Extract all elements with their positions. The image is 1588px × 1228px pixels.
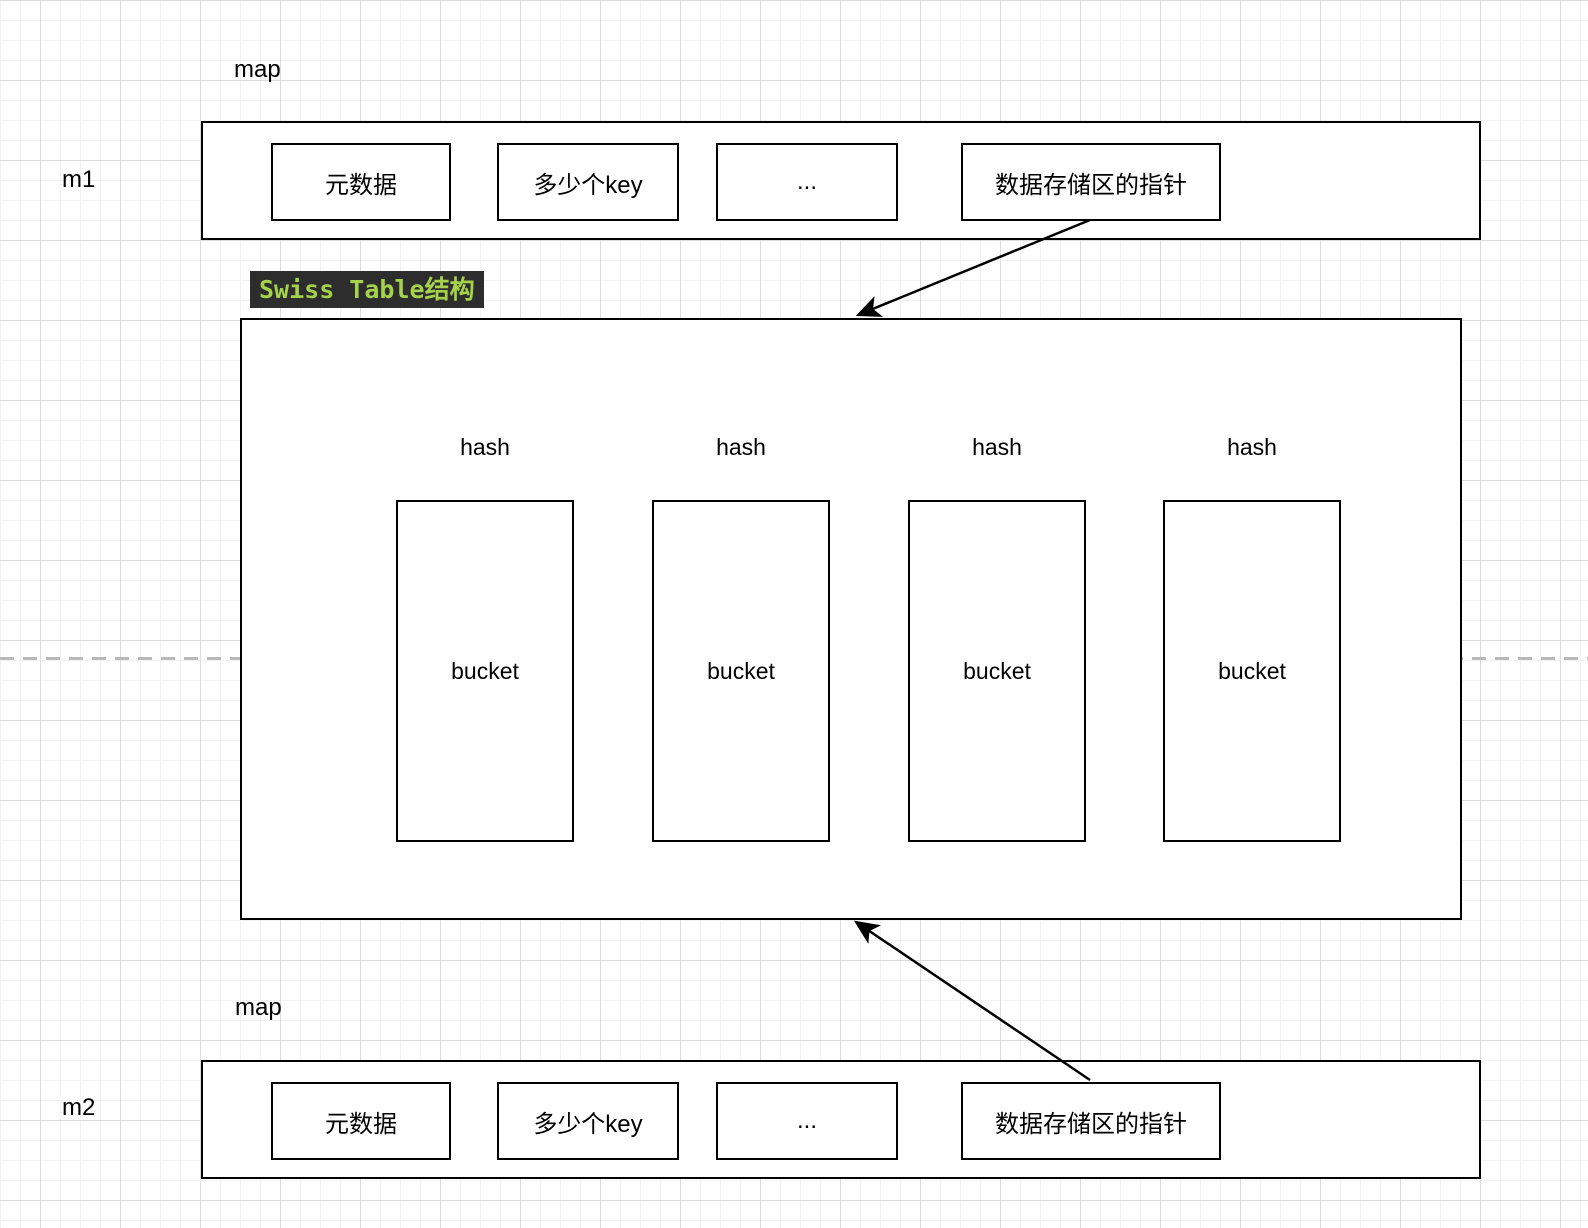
m2-var-label: m2	[62, 1094, 96, 1121]
m2-field-metadata-label: 元数据	[325, 1110, 397, 1138]
bucket-label-1: bucket	[451, 657, 519, 684]
hash-label-1: hash	[460, 434, 510, 460]
hash-label-4: hash	[1227, 434, 1277, 460]
map-label-top: map	[234, 56, 281, 83]
m2-struct-box: 元数据 多少个key ... 数据存储区的指针	[201, 1060, 1481, 1179]
m2-field-key-count-label: 多少个key	[533, 1110, 643, 1138]
bucket-label-4: bucket	[1218, 657, 1286, 684]
swiss-table-title: Swiss Table结构	[250, 271, 484, 308]
bucket-box-1: bucket	[396, 500, 574, 842]
swiss-table-box: hash hash hash hash bucket bucket bucket…	[240, 318, 1462, 920]
m2-pointer-arrow	[853, 920, 1091, 1082]
bucket-label-2: bucket	[707, 657, 775, 684]
bucket-box-2: bucket	[652, 500, 830, 842]
m1-field-data-pointer-label: 数据存储区的指针	[995, 171, 1187, 199]
bucket-label-3: bucket	[963, 657, 1031, 684]
m2-field-metadata: 元数据	[271, 1082, 451, 1160]
hash-label-2: hash	[716, 434, 766, 460]
m1-struct-box: 元数据 多少个key ... 数据存储区的指针	[201, 121, 1481, 240]
m2-field-data-pointer-label: 数据存储区的指针	[995, 1110, 1187, 1138]
bucket-box-4: bucket	[1163, 500, 1341, 842]
m1-field-data-pointer: 数据存储区的指针	[961, 143, 1221, 221]
m1-field-metadata: 元数据	[271, 143, 451, 221]
m1-field-key-count: 多少个key	[497, 143, 679, 221]
m1-field-key-count-label: 多少个key	[533, 171, 643, 199]
m2-field-ellipsis: ...	[716, 1082, 898, 1160]
hash-label-3: hash	[972, 434, 1022, 460]
m1-field-ellipsis: ...	[716, 143, 898, 221]
m1-field-ellipsis-label: ...	[796, 168, 817, 195]
m2-field-data-pointer: 数据存储区的指针	[961, 1082, 1221, 1160]
map-label-bottom: map	[235, 994, 282, 1021]
m1-var-label: m1	[62, 166, 96, 193]
bucket-box-3: bucket	[908, 500, 1086, 842]
m2-field-key-count: 多少个key	[497, 1082, 679, 1160]
m2-field-ellipsis-label: ...	[796, 1107, 817, 1134]
m1-field-metadata-label: 元数据	[325, 171, 397, 199]
